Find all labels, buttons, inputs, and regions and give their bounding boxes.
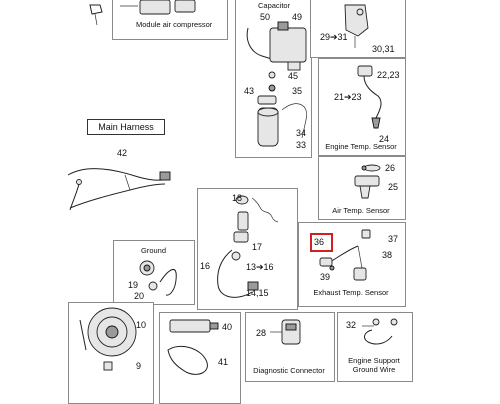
callout-14-15: 14,15 bbox=[246, 288, 269, 298]
drive-pulley-part bbox=[79, 307, 137, 371]
callout-38: 38 bbox=[382, 250, 393, 260]
module-air-compressor-caption: Module air compressor bbox=[136, 20, 213, 29]
diagnostic-connector-caption: Diagnostic Connector bbox=[253, 366, 325, 375]
highlighted-part-frame bbox=[310, 233, 333, 252]
callout-24: 24 bbox=[379, 134, 390, 144]
callout-40: 40 bbox=[222, 322, 233, 332]
callout-9: 9 bbox=[136, 361, 142, 371]
callout-42: 42 bbox=[117, 148, 128, 158]
ground-panel bbox=[113, 240, 195, 305]
ignition-coil-panel bbox=[197, 188, 298, 310]
callout-36: 36 bbox=[314, 237, 325, 247]
harness-connector-part bbox=[89, 4, 103, 26]
engine-support-ground-wire-part bbox=[362, 318, 398, 345]
callout-29-31: 29➔31 bbox=[320, 32, 348, 42]
callout-20: 20 bbox=[134, 291, 145, 301]
callout-50: 50 bbox=[260, 12, 271, 22]
callout-30-31: 30,31 bbox=[372, 44, 395, 54]
callout-32: 32 bbox=[346, 320, 357, 330]
engine-support-caption-line2: Ground Wire bbox=[352, 365, 396, 374]
main-harness-part bbox=[67, 168, 171, 211]
callout-39: 39 bbox=[320, 272, 331, 282]
callout-19: 19 bbox=[128, 280, 139, 290]
engine-temp-sensor-caption: Engine Temp. Sensor bbox=[325, 142, 397, 151]
sensor-bracket-part bbox=[344, 4, 369, 48]
callout-25: 25 bbox=[388, 182, 399, 192]
callout-10: 10 bbox=[136, 320, 147, 330]
ground-part bbox=[139, 260, 177, 296]
callout-17: 17 bbox=[252, 242, 263, 252]
callout-41: 41 bbox=[218, 357, 229, 367]
callout-22-23: 22,23 bbox=[377, 70, 400, 80]
capacitor-caption: Capacitor bbox=[258, 1, 291, 10]
callout-33: 33 bbox=[296, 140, 307, 150]
callout-34: 34 bbox=[296, 128, 307, 138]
callout-49: 49 bbox=[292, 12, 303, 22]
callout-37: 37 bbox=[388, 234, 399, 244]
callout-21-23: 21➔23 bbox=[334, 92, 362, 102]
diagnostic-connector-part bbox=[270, 319, 301, 345]
ignition-coil-part bbox=[217, 195, 279, 298]
air-compressor-module-part bbox=[120, 0, 196, 15]
sealant-tube-part bbox=[167, 319, 219, 375]
callout-28: 28 bbox=[256, 328, 267, 338]
exhaust-temp-sensor-panel bbox=[298, 222, 406, 307]
callout-26: 26 bbox=[385, 163, 396, 173]
air-temp-sensor-caption: Air Temp. Sensor bbox=[332, 206, 390, 215]
callout-35: 35 bbox=[292, 86, 303, 96]
engine-support-caption-line1: Engine Support bbox=[348, 356, 400, 365]
callout-13-16: 13➔16 bbox=[246, 262, 274, 272]
capacitor-part bbox=[246, 21, 308, 147]
exhaust-temp-sensor-caption: Exhaust Temp. Sensor bbox=[313, 288, 389, 297]
callout-43: 43 bbox=[244, 86, 255, 96]
callout-16: 16 bbox=[200, 261, 211, 271]
main-harness-label: Main Harness bbox=[87, 119, 165, 135]
callout-45: 45 bbox=[288, 71, 299, 81]
engine-support-caption: Engine Support Ground Wire bbox=[339, 356, 409, 374]
engine-temp-sensor-part bbox=[357, 65, 382, 129]
exhaust-temp-sensor-part bbox=[319, 229, 371, 281]
callout-18: 18 bbox=[232, 193, 243, 203]
air-temp-sensor-part bbox=[354, 164, 381, 199]
ground-caption: Ground bbox=[141, 246, 167, 255]
